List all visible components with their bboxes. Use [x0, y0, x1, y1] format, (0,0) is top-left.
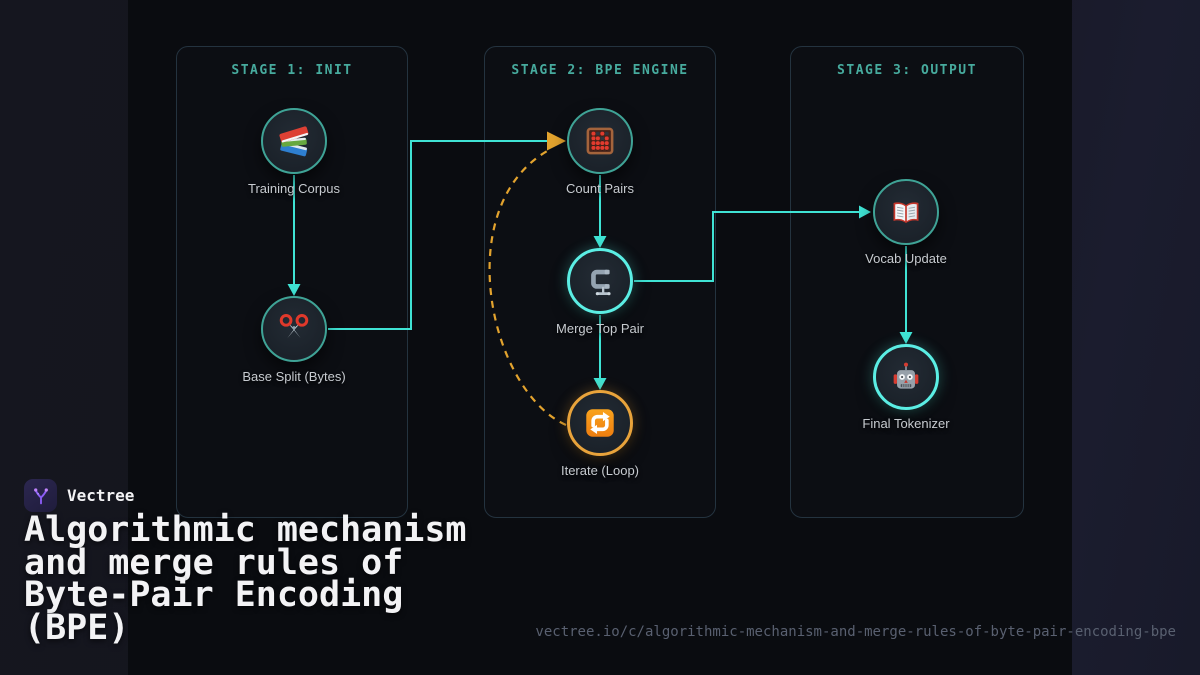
stage-title-output: STAGE 3: OUTPUT — [837, 63, 977, 78]
loop-icon — [586, 409, 614, 437]
vectree-logo-icon — [33, 487, 48, 504]
stage-title-bpe-engine: STAGE 2: BPE ENGINE — [511, 63, 689, 78]
scissors-icon — [279, 314, 309, 342]
node-training-corpus[interactable] — [261, 108, 327, 174]
open-book-icon — [893, 202, 919, 223]
node-label-base-split: Base Split (Bytes) — [242, 369, 346, 384]
vectree-logo — [24, 479, 57, 512]
clamp-icon — [591, 269, 611, 296]
card-url: vectree.io/c/algorithmic-mechanism-and-m… — [535, 624, 1176, 640]
node-label-merge-top-pair: Merge Top Pair — [556, 321, 644, 336]
node-vocab-update[interactable] — [873, 179, 939, 245]
stage-panel-output: STAGE 3: OUTPUT — [790, 46, 1024, 518]
node-label-final-tokenizer: Final Tokenizer — [862, 416, 950, 431]
brand-row: Vectree — [24, 479, 134, 512]
books-icon — [279, 126, 309, 157]
node-label-vocab-update: Vocab Update — [865, 251, 947, 266]
flow-canvas: STAGE 1: INIT STAGE 2: BPE ENGINE STAGE … — [128, 0, 1072, 675]
node-base-split[interactable] — [261, 296, 327, 362]
node-final-tokenizer[interactable] — [873, 344, 939, 410]
node-label-count-pairs: Count Pairs — [566, 181, 634, 196]
node-label-training-corpus: Training Corpus — [247, 181, 340, 196]
node-label-iterate-loop: Iterate (Loop) — [560, 463, 640, 478]
card-title: Algorithmic mechanism and merge rules of… — [24, 510, 467, 648]
brand-name: Vectree — [67, 486, 135, 505]
node-merge-top-pair[interactable] — [567, 248, 633, 314]
node-count-pairs[interactable] — [567, 108, 633, 174]
robot-icon — [893, 362, 919, 389]
stage-title-init: STAGE 1: INIT — [231, 63, 353, 78]
abacus-icon — [586, 127, 614, 155]
node-iterate-loop[interactable] — [567, 390, 633, 456]
